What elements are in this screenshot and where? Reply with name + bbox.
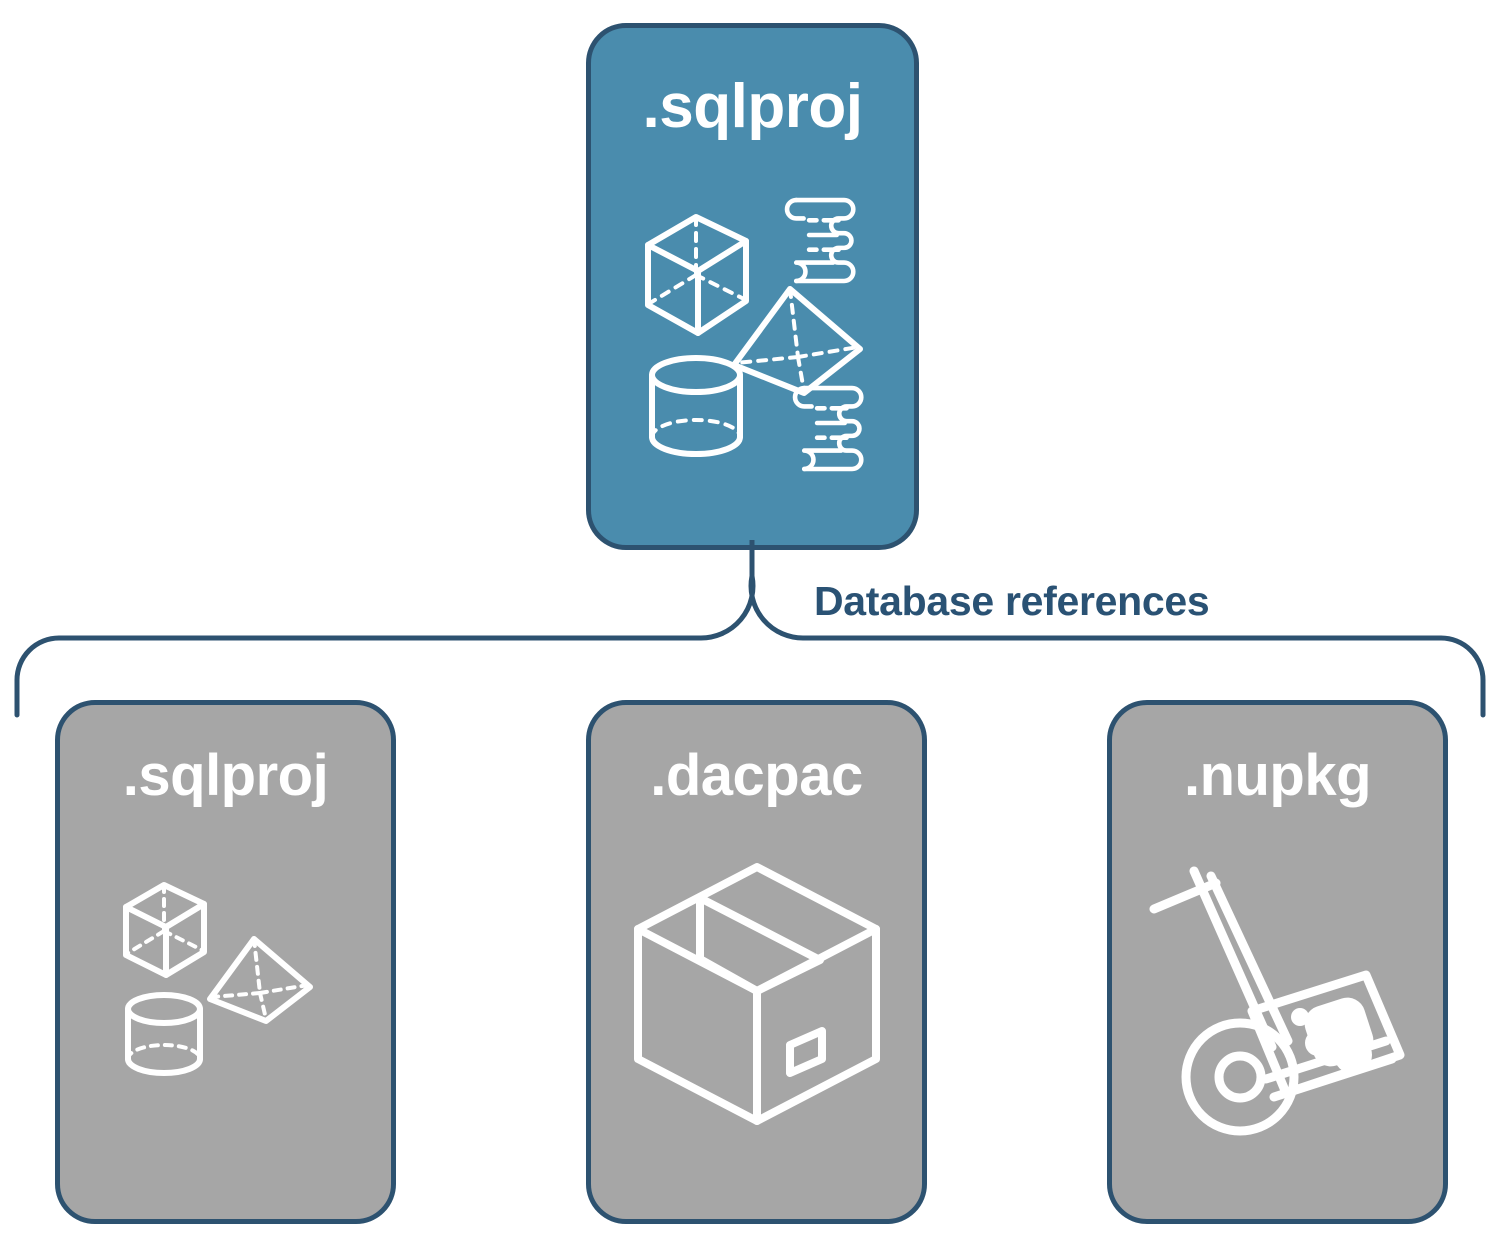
shipping-box-icon: [633, 863, 880, 1125]
hand-truck-package-icon: [1149, 866, 1404, 1136]
sqlproj-objects-illustration: [122, 882, 313, 1076]
cylinder-wireframe-icon: [124, 992, 203, 1076]
edge-label-database-references: Database references: [814, 578, 1210, 624]
brace-path: [14, 573, 1486, 718]
node-artwork: [591, 138, 914, 545]
node-child-sqlproj[interactable]: .sqlproj: [55, 700, 396, 1224]
cube-wireframe-icon: [644, 213, 749, 336]
node-artwork: [60, 805, 391, 1219]
node-title: .sqlproj: [642, 72, 863, 141]
pyramid-wireframe-icon: [730, 285, 863, 396]
node-title: .sqlproj: [122, 743, 329, 808]
node-title: .dacpac: [650, 743, 863, 808]
node-child-nupkg[interactable]: .nupkg: [1107, 700, 1448, 1224]
node-title: .nupkg: [1183, 743, 1372, 808]
sqlproj-objects-illustration: [644, 197, 864, 471]
node-child-dacpac[interactable]: .dacpac: [586, 700, 927, 1224]
scroll-script-icon: [784, 197, 856, 283]
node-artwork: [1112, 805, 1443, 1219]
nuget-mark: [1290, 997, 1373, 1074]
node-artwork: [591, 805, 922, 1219]
pyramid-wireframe-icon: [206, 936, 313, 1024]
cube-wireframe-icon: [122, 882, 207, 978]
cylinder-wireframe-icon: [648, 354, 743, 457]
scroll-script-icon: [792, 385, 864, 471]
node-root-sqlproj[interactable]: .sqlproj: [586, 23, 919, 550]
